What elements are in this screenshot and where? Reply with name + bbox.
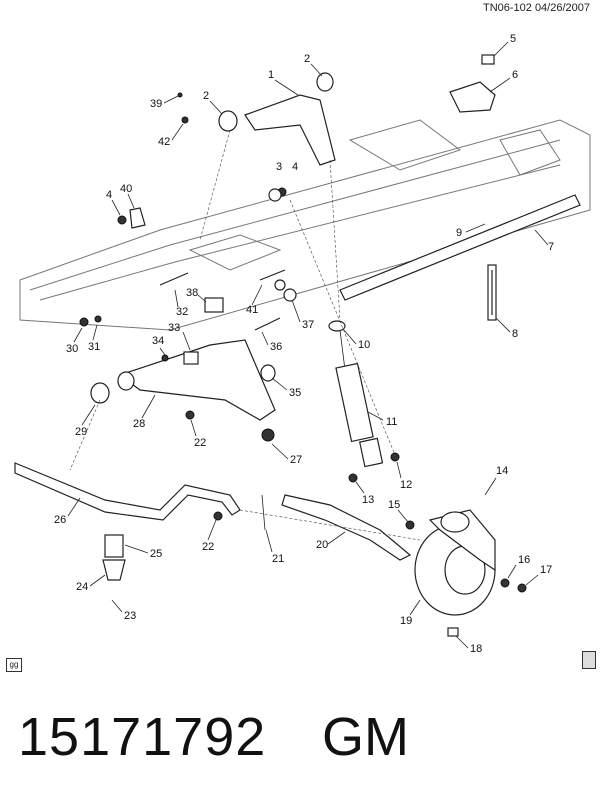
callout-15: 15: [388, 499, 400, 511]
callout-22: 22: [194, 437, 206, 449]
callout-6: 6: [512, 69, 518, 81]
callout-42: 42: [158, 136, 170, 148]
upper-control-arm: [218, 72, 336, 166]
callout-13: 13: [362, 494, 374, 506]
callout-41: 41: [246, 304, 258, 316]
suspension-exploded-diagram: 1 2 2 3 4 4 5 6 7 8 9 10 11 12 13 14 15 …: [14, 33, 591, 655]
page-corner-label: gg: [6, 658, 22, 672]
callout-20: 20: [316, 539, 328, 551]
callout-18: 18: [470, 643, 482, 655]
callout-4: 4: [106, 189, 112, 201]
shock-absorber: [328, 320, 384, 468]
callout-21: 21: [272, 553, 284, 565]
callout-36: 36: [270, 341, 282, 353]
callout-8: 8: [512, 328, 518, 340]
part-number: 15171792: [18, 707, 267, 767]
callout-12: 12: [400, 479, 412, 491]
callout-25: 25: [150, 548, 162, 560]
callout-39: 39: [150, 98, 162, 110]
callout-5: 5: [510, 33, 516, 45]
callout-28: 28: [133, 418, 145, 430]
stabilizer-bar: [14, 462, 266, 581]
callout-34: 34: [152, 335, 164, 347]
page-corner-icon: [582, 651, 596, 669]
callout-37: 37: [302, 319, 314, 331]
callout-14: 14: [496, 465, 508, 477]
callout-40: 40: [120, 183, 132, 195]
callout-22: 22: [202, 541, 214, 553]
lower-control-arm: [90, 339, 276, 421]
callout-33: 33: [168, 322, 180, 334]
callout-38: 38: [186, 287, 198, 299]
assembly-lines: [69, 129, 421, 541]
bushing-bracket: [449, 54, 496, 113]
callout-11: 11: [386, 416, 397, 428]
vehicle-frame: [19, 119, 591, 331]
callout-1: 1: [268, 69, 274, 81]
callout-24: 24: [76, 581, 88, 593]
callout-27: 27: [290, 454, 302, 466]
callout-2: 2: [304, 53, 310, 65]
callout-2: 2: [203, 90, 209, 102]
hub-rotor: [414, 509, 496, 616]
callout-23: 23: [124, 610, 136, 622]
strut-rod: [339, 194, 581, 321]
fasteners: [79, 92, 527, 637]
callout-17: 17: [540, 564, 552, 576]
callout-16: 16: [518, 554, 530, 566]
callout-35: 35: [289, 387, 301, 399]
callout-30: 30: [66, 343, 78, 355]
diagram-reference: TN06-102 04/26/2007: [482, 2, 590, 14]
footer: 15171792 GM: [10, 700, 590, 800]
callouts: 1 2 2 3 4 4 5 6 7 8 9 10 11 12 13 14 15 …: [54, 33, 554, 655]
callout-26: 26: [54, 514, 66, 526]
callout-9: 9: [456, 227, 462, 239]
callout-29: 29: [75, 426, 87, 438]
callout-31: 31: [88, 341, 100, 353]
brand-name: GM: [322, 707, 409, 767]
callout-32: 32: [176, 306, 188, 318]
callout-7: 7: [548, 241, 554, 253]
callout-19: 19: [400, 615, 412, 627]
callout-3: 3: [276, 161, 282, 173]
callout-4: 4: [292, 161, 298, 173]
callout-10: 10: [358, 339, 370, 351]
